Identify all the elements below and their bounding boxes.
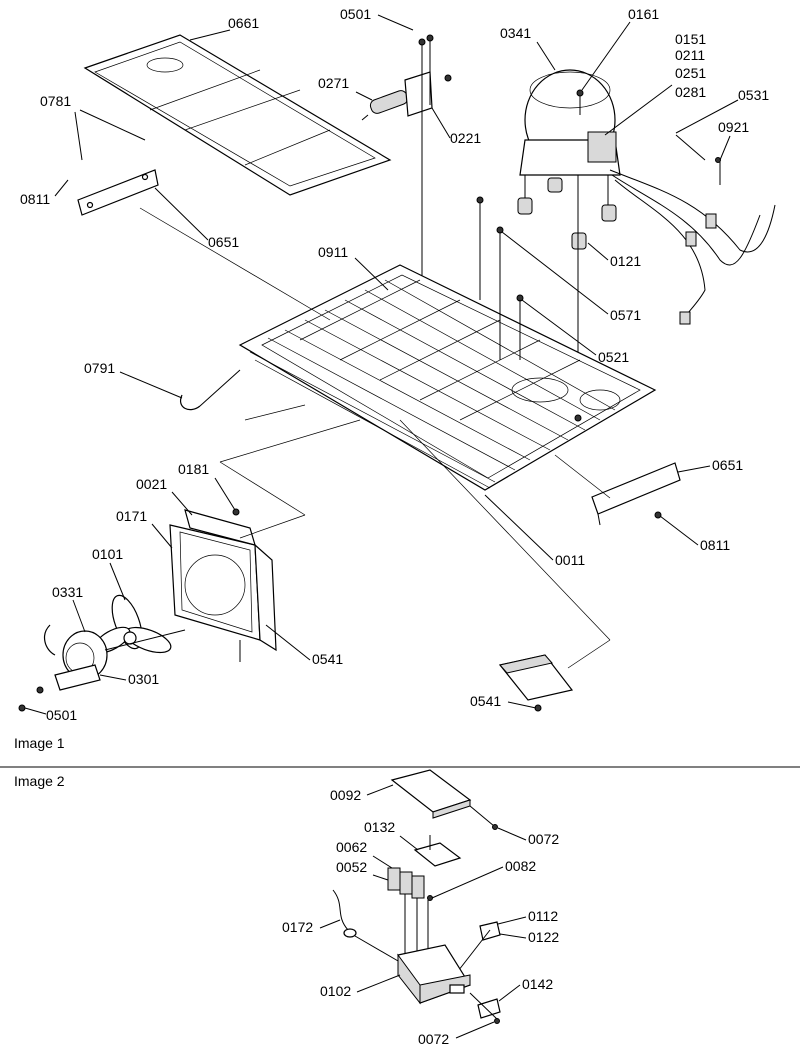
part-label: 0082 xyxy=(505,858,536,874)
compressor-part xyxy=(519,69,621,176)
capacitor-part xyxy=(361,90,409,121)
relays-part xyxy=(387,867,433,968)
part-label: 0781 xyxy=(40,93,71,109)
part-label: 0501 xyxy=(340,6,371,22)
part-label: 0301 xyxy=(128,671,159,687)
mounting-clip-part xyxy=(454,921,501,976)
bracket-right-part xyxy=(591,462,681,526)
part-label: 0911 xyxy=(318,244,348,260)
part-label: 0791 xyxy=(84,360,115,376)
capacitor-bracket-part xyxy=(404,34,452,390)
control-box-part xyxy=(498,654,574,712)
part-label: 0541 xyxy=(312,651,343,667)
wiring-harness-part xyxy=(609,134,776,325)
part-label: 0021 xyxy=(136,476,167,492)
part-label: 0121 xyxy=(610,253,641,269)
part-label: 0171 xyxy=(116,508,147,524)
part-label: 0541 xyxy=(470,693,501,709)
part-label: 0271 xyxy=(318,75,349,91)
clip-part xyxy=(180,369,241,411)
part-label: 0132 xyxy=(364,819,395,835)
cover-plate-part xyxy=(390,769,498,830)
assembly-leader-lines xyxy=(139,207,611,669)
part-label: 0811 xyxy=(700,537,730,553)
part-label: 0571 xyxy=(610,307,641,323)
part-label: 0011 xyxy=(555,552,585,568)
power-cord-part xyxy=(332,889,406,966)
fan-shroud-part xyxy=(169,508,277,662)
part-label: 0281 xyxy=(675,84,706,100)
image-1-diagram: 0501 0161 0341 0151 0211 0251 0281 0661 … xyxy=(14,6,776,751)
bracket-left-part xyxy=(77,169,159,216)
image-1-caption: Image 1 xyxy=(14,735,65,751)
part-label: 0251 xyxy=(675,65,706,81)
part-label: 0221 xyxy=(450,130,481,146)
part-label: 0921 xyxy=(718,119,749,135)
part-label: 0341 xyxy=(500,25,531,41)
part-label: 0211 xyxy=(675,47,705,63)
part-label: 0811 xyxy=(20,191,50,207)
image-1-labels: 0501 0161 0341 0151 0211 0251 0281 0661 … xyxy=(20,6,769,723)
image-2-diagram: Image 2 0092 0072 0132 0062 0082 0052 01… xyxy=(14,769,559,1047)
part-label: 0102 xyxy=(320,983,351,999)
part-label: 0122 xyxy=(528,929,559,945)
part-label: 0062 xyxy=(336,839,367,855)
part-label: 0501 xyxy=(46,707,77,723)
part-label: 0172 xyxy=(282,919,313,935)
part-label: 0521 xyxy=(598,349,629,365)
part-label: 0181 xyxy=(178,461,209,477)
control-board-part xyxy=(413,835,462,867)
image-2-caption: Image 2 xyxy=(14,773,65,789)
part-label: 0072 xyxy=(418,1031,449,1047)
part-label: 0651 xyxy=(208,234,239,250)
screws-part xyxy=(476,196,521,360)
part-label: 0151 xyxy=(675,31,706,47)
end-bracket-part xyxy=(469,992,501,1024)
image-2-labels: Image 2 0092 0072 0132 0062 0082 0052 01… xyxy=(14,773,559,1047)
part-label: 0651 xyxy=(712,457,743,473)
motor-bracket-part xyxy=(18,664,101,712)
part-label: 0072 xyxy=(528,831,559,847)
part-label: 0661 xyxy=(228,15,259,31)
control-housing-part xyxy=(397,944,471,1005)
part-label: 0052 xyxy=(336,859,367,875)
part-label: 0531 xyxy=(738,87,769,103)
part-label: 0161 xyxy=(628,6,659,22)
part-label: 0101 xyxy=(92,546,123,562)
part-label: 0142 xyxy=(522,976,553,992)
part-label: 0331 xyxy=(52,584,83,600)
part-label: 0112 xyxy=(528,908,558,924)
part-label: 0092 xyxy=(330,787,361,803)
drain-tray-part xyxy=(83,34,392,196)
condenser-base-part xyxy=(238,264,657,491)
